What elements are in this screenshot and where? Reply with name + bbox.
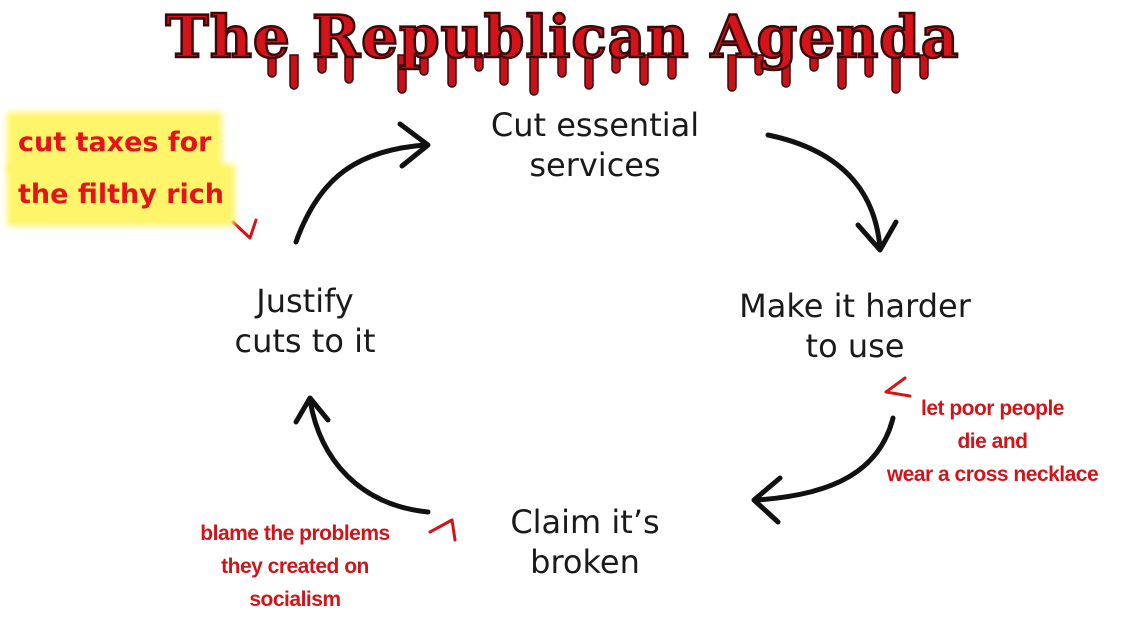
node-text-line: Cut essential [490,106,700,144]
annotation-text-line: cut taxes for [12,117,218,169]
arrowhead-cut-to-make [855,219,899,253]
node-text-line: Make it harder [739,287,971,325]
arrowhead-make-to-claim [751,475,783,525]
annotation-text-line: socialism [249,588,341,611]
annotation-text-line: the filthy rich [12,169,231,221]
node-text-line: Claim it’s [510,503,660,541]
pointer-mark-taxes [231,218,258,240]
arrowhead-claim-to-justify [293,395,331,425]
annotation-text-line: let poor people [920,397,1065,420]
arrowhead-justify-to-cut [397,121,431,169]
arrow-cut-to-make [765,132,883,251]
node-text-line: to use [805,327,905,365]
annotation-text-line: wear a cross necklace [886,463,1099,486]
cycle-node-make-harder: Make it harder to use [690,286,1020,366]
page-title: The Republican Agenda [164,2,960,73]
pointer-mark-blame [428,518,457,542]
arrow-claim-to-justify [307,397,431,515]
arrow-justify-to-cut [293,142,428,245]
annotation-blame-socialism: blame the problems they created on socia… [160,517,430,616]
node-text-line: services [529,146,661,184]
annotation-text-line: blame the problems [200,522,390,545]
node-text-line: broken [530,543,640,581]
node-text-line: Justify [256,282,354,320]
annotation-text-line: they created on [221,555,369,578]
blood-drips-decoration [267,54,929,96]
annotation-cut-taxes: cut taxes for the filthy rich [12,117,272,221]
arrow-make-to-claim [753,415,896,503]
pointer-mark-poor [884,376,912,398]
cycle-node-cut-services: Cut essential services [440,105,750,185]
node-text-line: cuts to it [234,322,376,360]
cycle-node-claim-broken: Claim it’s broken [470,502,700,582]
title-banner: The Republican Agenda [0,0,1125,100]
annotation-let-poor-people-die: let poor people die and wear a cross nec… [860,392,1125,491]
cycle-node-justify-cuts: Justify cuts to it [200,281,410,361]
annotation-text-line: die and [957,430,1028,453]
